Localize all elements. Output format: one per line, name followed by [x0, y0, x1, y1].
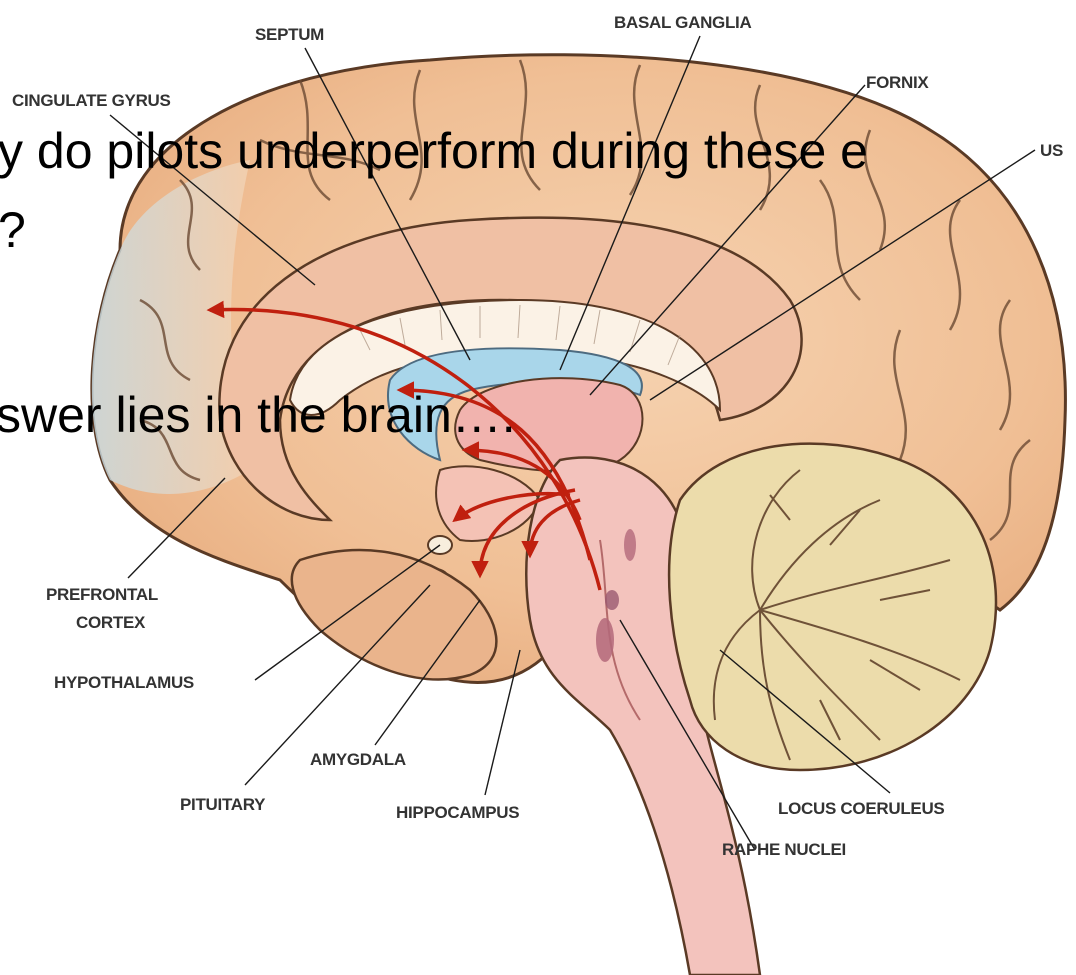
cerebellum	[669, 444, 996, 770]
question-line-1: y do pilots underperform during these e	[0, 126, 868, 176]
label-hippocampus: HIPPOCAMPUS	[396, 803, 519, 822]
label-prefrontal: PREFRONTAL	[46, 585, 158, 604]
label-cortex: CORTEX	[76, 613, 146, 632]
question-line-2: ?	[0, 205, 26, 255]
label-thalamus-partial: US	[1040, 141, 1063, 160]
label-pituitary: PITUITARY	[180, 795, 266, 814]
label-basal-ganglia: BASAL GANGLIA	[614, 13, 751, 32]
label-cingulate-gyrus: CINGULATE GYRUS	[12, 91, 171, 110]
label-locus-coeruleus: LOCUS COERULEUS	[778, 799, 944, 818]
answer-line: swer lies in the brain….	[0, 390, 516, 440]
label-hypothalamus: HYPOTHALAMUS	[54, 673, 194, 692]
label-raphe-nuclei: RAPHE NUCLEI	[722, 840, 846, 859]
label-amygdala: AMYGDALA	[310, 750, 406, 769]
label-fornix: FORNIX	[866, 73, 929, 92]
label-septum: SEPTUM	[255, 25, 324, 44]
